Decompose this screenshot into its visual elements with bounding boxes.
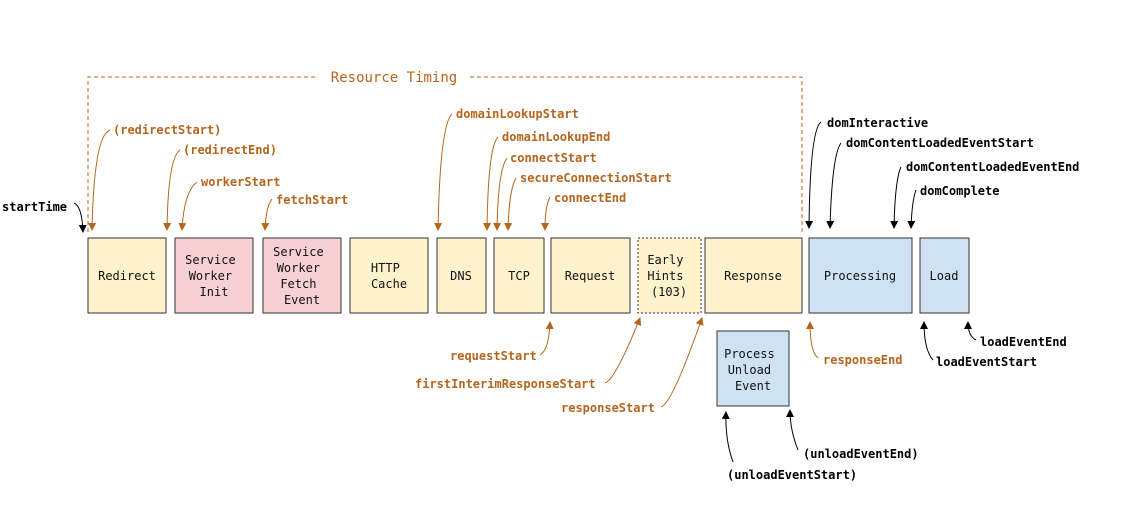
box-line: TCP bbox=[508, 269, 530, 283]
box-service-worker-fetch-event-label: Service Worker Fetch Event bbox=[273, 245, 331, 307]
box-line: Processing bbox=[824, 269, 896, 283]
phase-boxes: Redirect Service Worker Init Service Wor… bbox=[87, 237, 970, 407]
box-early-hints: Early Hints (103) bbox=[637, 237, 702, 314]
box-line: (103) bbox=[651, 285, 687, 299]
box-service-worker-fetch-event: Service Worker Fetch Event bbox=[262, 237, 342, 314]
label-connectend: connectEnd bbox=[554, 191, 626, 205]
box-tcp-label: TCP bbox=[508, 269, 530, 283]
box-service-worker-init: Service Worker Init bbox=[174, 237, 254, 314]
label-loadeventend: loadEventEnd bbox=[980, 335, 1067, 349]
box-line: Fetch bbox=[280, 277, 316, 291]
box-request-rect bbox=[550, 237, 631, 314]
box-line: HTTP bbox=[371, 261, 400, 275]
box-redirect-rect bbox=[87, 237, 167, 314]
label-redirectend: (redirectEnd) bbox=[183, 143, 277, 157]
label-responsestart: responseStart bbox=[561, 401, 655, 415]
label-firstinterimresponsestart: firstInterimResponseStart bbox=[415, 377, 596, 391]
box-process-unload-event-rect bbox=[716, 330, 790, 407]
box-line: Early bbox=[647, 253, 683, 267]
box-dns-rect bbox=[436, 237, 487, 314]
box-early-hints-rect bbox=[637, 237, 702, 314]
box-early-hints-label: Early Hints (103) bbox=[647, 253, 690, 299]
box-dns-label: DNS bbox=[450, 269, 472, 283]
resource-timing-title: Resource Timing bbox=[331, 70, 457, 86]
timing-labels: startTime (redirectStart) (redirectEnd) … bbox=[2, 107, 1079, 482]
label-domcomplete: domComplete bbox=[920, 184, 999, 198]
box-service-worker-init-rect bbox=[174, 237, 254, 314]
box-load: Load bbox=[919, 237, 970, 314]
box-tcp: TCP bbox=[493, 237, 545, 314]
box-http-cache: HTTP Cache bbox=[349, 237, 429, 314]
box-redirect: Redirect bbox=[87, 237, 167, 314]
box-service-worker-init-label: Service Worker Init bbox=[185, 253, 243, 299]
resource-timing-bracket: Resource Timing bbox=[87, 70, 803, 232]
box-process-unload-event-label: Process Unload Event bbox=[724, 347, 782, 393]
box-line: Worker bbox=[189, 269, 232, 283]
label-loadeventstart: loadEventStart bbox=[936, 355, 1037, 369]
box-line: Worker bbox=[277, 261, 320, 275]
box-line: Load bbox=[930, 269, 959, 283]
box-line: Cache bbox=[371, 277, 407, 291]
box-load-rect bbox=[919, 237, 970, 314]
box-process-unload-event: Process Unload Event bbox=[716, 330, 790, 407]
box-request: Request bbox=[550, 237, 631, 314]
label-fetchstart: fetchStart bbox=[276, 193, 348, 207]
box-response-label: Response bbox=[724, 269, 782, 283]
box-response-rect bbox=[704, 237, 803, 314]
arrows bbox=[73, 113, 977, 463]
label-connectstart: connectStart bbox=[510, 151, 597, 165]
box-line: Request bbox=[565, 269, 616, 283]
box-line: Hints bbox=[647, 269, 683, 283]
box-processing-rect bbox=[808, 237, 913, 314]
box-line: Service bbox=[273, 245, 324, 259]
box-service-worker-fetch-event-rect bbox=[262, 237, 342, 314]
box-processing: Processing bbox=[808, 237, 913, 314]
box-redirect-label: Redirect bbox=[98, 269, 156, 283]
box-tcp-rect bbox=[493, 237, 545, 314]
box-dns: DNS bbox=[436, 237, 487, 314]
label-unloadeventstart: (unloadEventStart) bbox=[727, 468, 857, 482]
label-domcontentloadedeventend: domContentLoadedEventEnd bbox=[906, 160, 1079, 174]
box-load-label: Load bbox=[930, 269, 959, 283]
box-line: Event bbox=[735, 379, 771, 393]
box-line: Event bbox=[284, 293, 320, 307]
label-requeststart: requestStart bbox=[450, 349, 537, 363]
box-line: Redirect bbox=[98, 269, 156, 283]
label-domainlookupstart: domainLookupStart bbox=[456, 107, 579, 121]
box-request-label: Request bbox=[565, 269, 616, 283]
label-workerstart: workerStart bbox=[201, 175, 280, 189]
box-http-cache-label: HTTP Cache bbox=[371, 261, 407, 291]
box-line: DNS bbox=[450, 269, 472, 283]
label-domainlookupend: domainLookupEnd bbox=[502, 130, 610, 144]
box-processing-label: Processing bbox=[824, 269, 896, 283]
label-redirectstart: (redirectStart) bbox=[113, 123, 221, 137]
label-unloadeventend: (unloadEventEnd) bbox=[803, 447, 919, 461]
box-http-cache-rect bbox=[349, 237, 429, 314]
label-secureconnectionstart: secureConnectionStart bbox=[520, 171, 672, 185]
box-line: Unload bbox=[728, 363, 771, 377]
box-line: Response bbox=[724, 269, 782, 283]
box-line: Process bbox=[724, 347, 775, 361]
label-dominteractive: domInteractive bbox=[827, 116, 928, 130]
box-response: Response bbox=[704, 237, 803, 314]
label-starttime: startTime bbox=[2, 200, 67, 214]
box-line: Service bbox=[185, 253, 236, 267]
label-responseend: responseEnd bbox=[823, 353, 902, 367]
label-domcontentloadedeventstart: domContentLoadedEventStart bbox=[846, 136, 1034, 150]
box-line: Init bbox=[200, 285, 229, 299]
